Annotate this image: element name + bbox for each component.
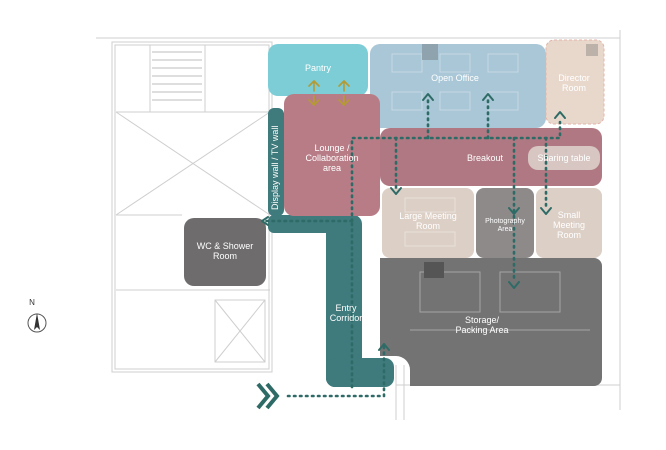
storage-packing-area bbox=[357, 258, 602, 386]
stair-lines bbox=[152, 51, 202, 101]
director-room-label: Director Room bbox=[558, 73, 590, 93]
entry-corridor-label: Entry Corridor bbox=[329, 303, 363, 323]
lounge-label: Lounge / Collaboration area bbox=[305, 143, 359, 173]
entrance-chevron-icon bbox=[256, 382, 280, 410]
wc-shower-label: WC & Shower Room bbox=[196, 241, 254, 261]
column-marker bbox=[422, 44, 438, 60]
pantry-label: Pantry bbox=[304, 63, 331, 73]
sharing-table-label: Sharing table bbox=[537, 153, 591, 163]
large-meeting-label: Large Meeting Room bbox=[399, 211, 457, 231]
wc-shower-zone bbox=[184, 218, 266, 286]
circulation-paths bbox=[260, 94, 562, 398]
compass-icon bbox=[27, 313, 47, 333]
pantry-arrows bbox=[308, 80, 350, 106]
photography-zone bbox=[476, 188, 534, 258]
small-meeting-label: Small Meeting Room bbox=[552, 210, 586, 240]
open-office-label: Open Office bbox=[431, 73, 479, 83]
compass-north-label: N bbox=[29, 298, 35, 307]
breakout-label: Breakout bbox=[466, 153, 504, 163]
director-room-zone bbox=[546, 40, 604, 124]
storage-label: Storage/ Packing Area bbox=[455, 315, 509, 335]
large-meeting-zone bbox=[382, 188, 474, 258]
column-marker bbox=[586, 44, 598, 56]
display-wall-label: Display wall / TV wall bbox=[270, 125, 280, 210]
furniture-linework bbox=[391, 53, 590, 331]
column-marker bbox=[424, 262, 444, 278]
small-meeting-zone bbox=[536, 188, 602, 258]
breakout-zone bbox=[380, 128, 602, 186]
photography-label: Photography Area bbox=[485, 218, 525, 233]
open-office-zone bbox=[370, 44, 546, 128]
path-arrowheads bbox=[261, 93, 566, 351]
lounge-zone bbox=[284, 94, 380, 216]
director-room-outline bbox=[545, 39, 605, 125]
plan-linework bbox=[96, 30, 621, 420]
